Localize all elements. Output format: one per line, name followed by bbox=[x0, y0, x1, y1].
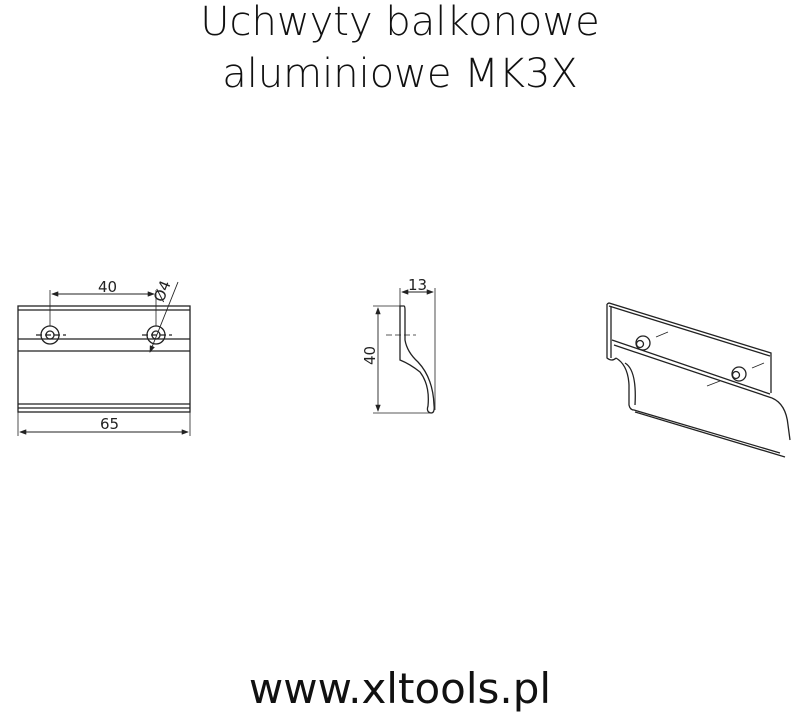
side-view bbox=[373, 288, 436, 414]
mounting-hole-left bbox=[36, 325, 66, 345]
title-line-1: Uchwyty balkonowe bbox=[200, 0, 600, 45]
dim-hole-spacing: 40 bbox=[98, 278, 117, 296]
dim-height: 40 bbox=[361, 346, 379, 365]
dim-length: 65 bbox=[100, 415, 119, 433]
dim-depth: 13 bbox=[408, 276, 427, 294]
title-line-2: aluminiowe MK3X bbox=[222, 51, 578, 97]
front-view bbox=[17, 281, 191, 436]
website-url: www.xltools.pl bbox=[248, 664, 552, 713]
isometric-view bbox=[606, 302, 791, 458]
